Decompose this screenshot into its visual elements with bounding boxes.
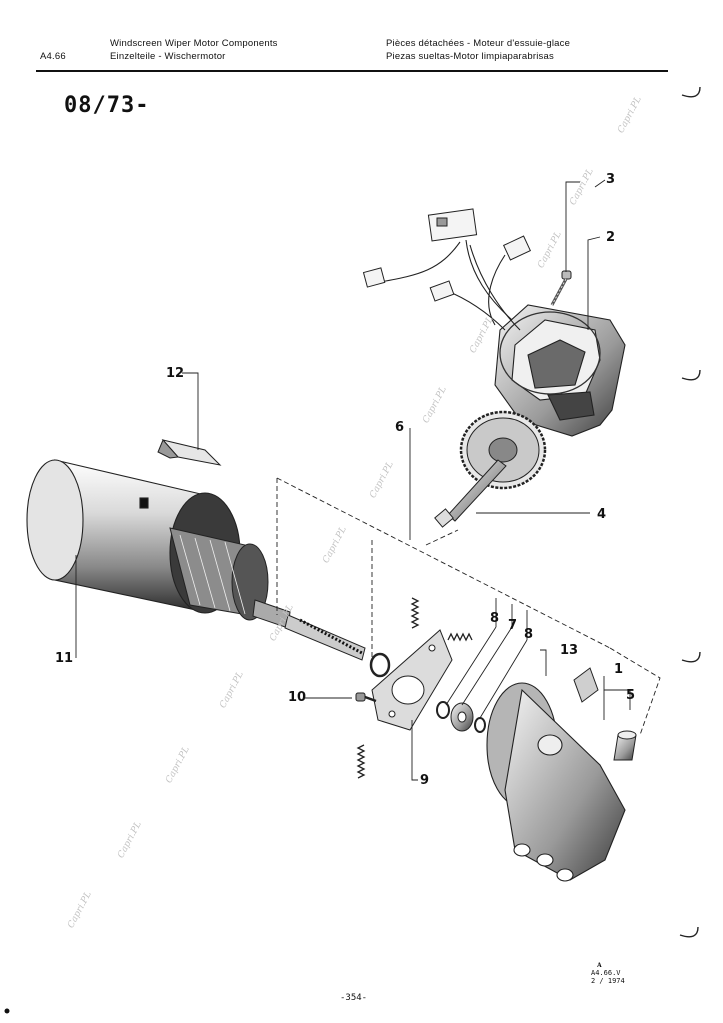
header-rule <box>36 70 668 72</box>
drawing-code-line2: 2 / 1974 <box>591 977 625 985</box>
page-title: 08/73- <box>64 93 150 118</box>
callout-4: 4 <box>597 507 607 522</box>
part-5-bush <box>613 730 637 761</box>
page-edge-marks <box>679 86 701 938</box>
callout-6: 6 <box>395 420 405 435</box>
callout-7: 7 <box>508 618 518 633</box>
drawing-code: ᴀ A4.66.V 2 / 1974 <box>591 960 625 986</box>
callout-11: 11 <box>55 651 74 666</box>
callout-8-right: 8 <box>524 627 534 642</box>
edge-dot <box>4 1008 10 1014</box>
part-9-brush-plate <box>371 629 453 731</box>
callout-8-left: 8 <box>490 611 500 626</box>
callout-2: 2 <box>606 230 616 245</box>
header-title-es: Piezas sueltas-Motor limpiaparabrisas <box>386 51 554 62</box>
callout-13: 13 <box>560 643 579 658</box>
header-title-en: Windscreen Wiper Motor Components <box>110 38 278 49</box>
part-1-end-housing <box>486 682 626 882</box>
ford-mark-icon: ᴀ <box>597 960 602 970</box>
part-12-clip <box>157 439 222 466</box>
part-10-screw <box>355 692 377 703</box>
callout-10: 10 <box>288 690 307 705</box>
header-title-fr: Pièces détachées - Moteur d'essuie-glace <box>386 38 571 49</box>
header-title-de: Einzelteile - Wischermotor <box>110 51 226 62</box>
callout-1: 1 <box>614 662 624 677</box>
armature <box>169 527 366 661</box>
wiring-connectors <box>362 208 532 302</box>
callout-5: 5 <box>626 688 636 703</box>
part-13-clip <box>573 667 599 703</box>
leader-lines <box>75 179 631 781</box>
callout-3: 3 <box>606 172 616 187</box>
drawing-code-line1: A4.66.V <box>591 969 621 977</box>
part-3-screw <box>550 270 572 306</box>
springs <box>356 597 473 779</box>
part-4-gear-shaft <box>434 410 547 528</box>
page-number: -354- <box>340 993 368 1003</box>
washer <box>369 652 391 678</box>
part-2-gearbox-cover <box>494 304 626 437</box>
callout-9: 9 <box>420 773 430 788</box>
part-7-8-bearings <box>436 701 486 733</box>
header-ref: A4.66 <box>40 51 66 62</box>
highlight-circle <box>499 311 601 395</box>
callout-12: 12 <box>166 366 185 381</box>
assembly-lines <box>276 477 661 736</box>
